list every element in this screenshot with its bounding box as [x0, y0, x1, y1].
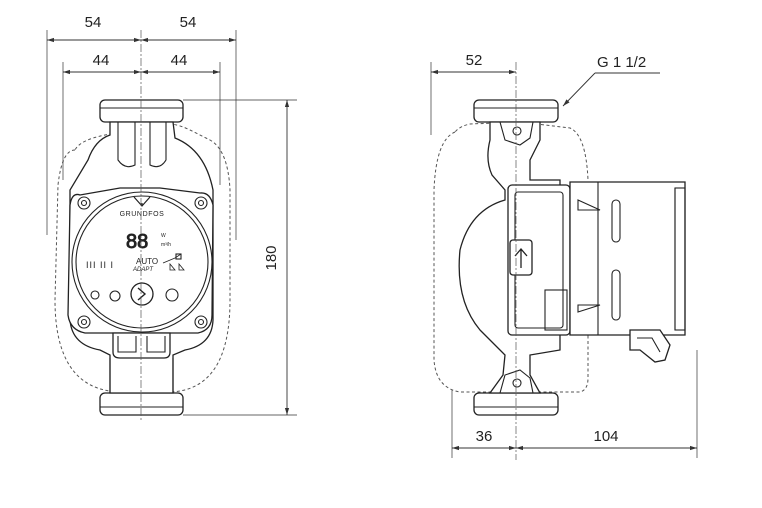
- brand-label: GRUNDFOS: [120, 211, 165, 218]
- dim-52: 52: [466, 52, 483, 69]
- front-top-flange: [99, 99, 184, 123]
- display-unit-flow: m³/h: [161, 242, 171, 248]
- display-digits: 88: [126, 231, 148, 253]
- arrow-right-icon: [137, 287, 147, 301]
- front-view: GRUNDFOS 88 W m³/h III II I AUTO ADAPT: [54, 30, 231, 420]
- front-bottom-flange: [99, 392, 184, 416]
- side-stator: [569, 181, 686, 336]
- led-icon: [109, 290, 121, 302]
- display-unit-w: W: [161, 233, 166, 239]
- front-envelope-dashed: [54, 122, 231, 393]
- dim-54-right: 54: [180, 14, 197, 31]
- mode-button[interactable]: [165, 288, 179, 302]
- thread-callout: G 1 1/2: [597, 54, 646, 71]
- front-dimensions: 54 54 44 44 180: [46, 14, 297, 416]
- settings-dial-icon: [90, 290, 100, 300]
- dim-44-left: 44: [93, 52, 110, 69]
- side-dimensions: 52 36 104 G 1 1/2: [430, 52, 698, 458]
- mode-auto: AUTO: [136, 257, 158, 266]
- front-control-box: [67, 187, 214, 334]
- mode-adapt: ADAPT: [132, 267, 154, 273]
- speed-marks: III II I: [86, 260, 114, 270]
- dim-104: 104: [593, 428, 618, 445]
- select-button[interactable]: [130, 282, 154, 306]
- dim-54-left: 54: [85, 14, 102, 31]
- dim-180: 180: [263, 245, 280, 270]
- curve-icon: [162, 253, 182, 264]
- front-screws: [77, 196, 208, 329]
- side-view: [433, 62, 686, 460]
- flow-arrow-icon: [514, 248, 528, 268]
- front-terminal-box: [112, 332, 171, 359]
- dim-44-right: 44: [171, 52, 188, 69]
- grundfos-logo-icon: [133, 196, 151, 207]
- dim-36: 36: [476, 428, 493, 445]
- pressure-mode-icons: [169, 262, 185, 271]
- side-envelope-dashed: [433, 121, 589, 393]
